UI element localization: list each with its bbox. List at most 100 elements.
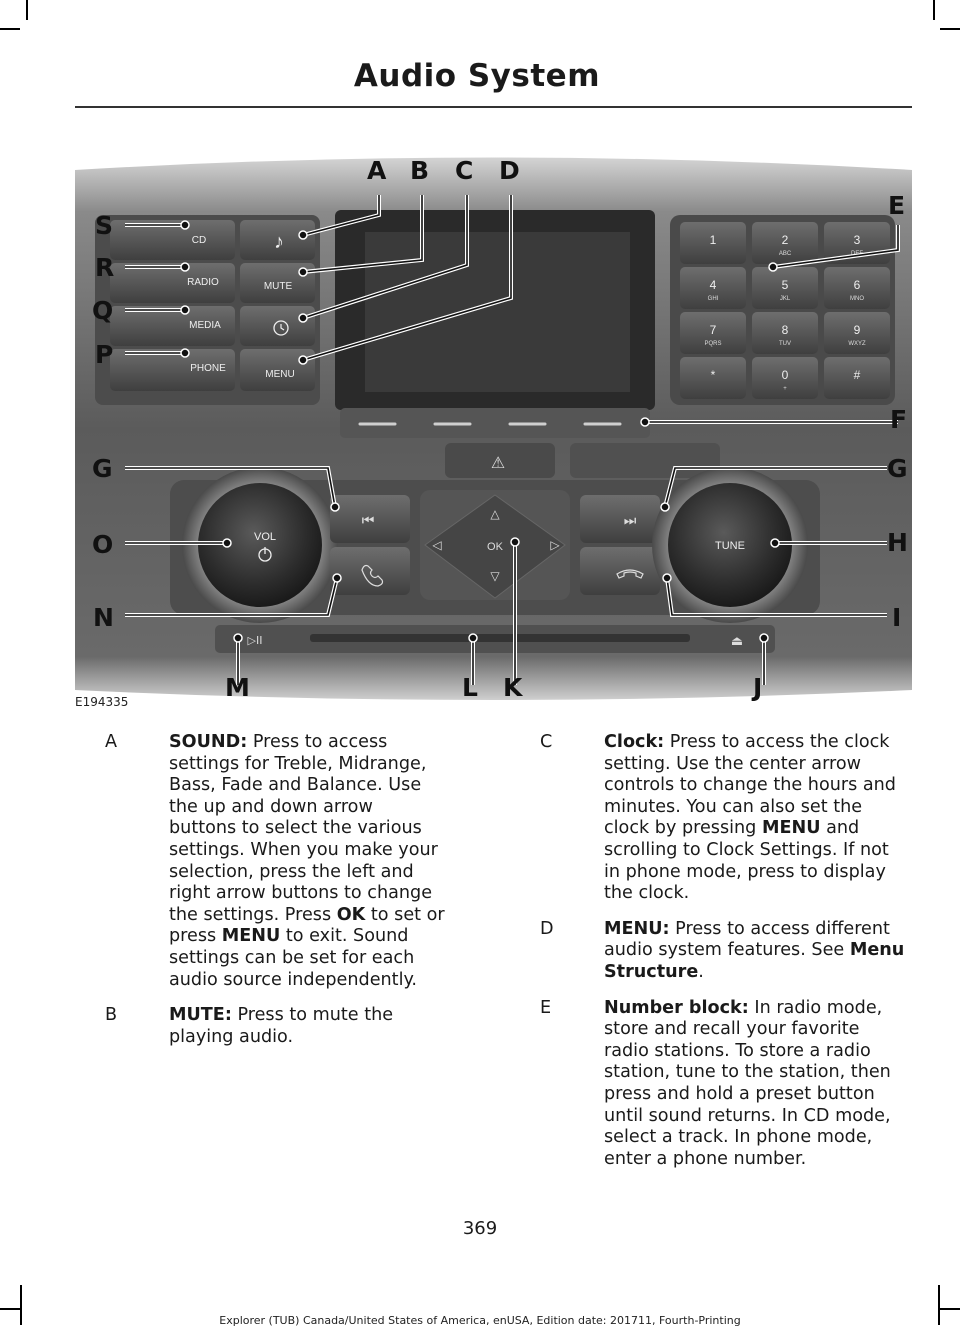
keypad-key-letters: ABC — [779, 251, 792, 257]
entry-a: A SOUND: Press to access settings for Tr… — [105, 732, 445, 991]
entry-term: Number block: — [604, 997, 749, 1018]
cd-slot — [310, 634, 690, 642]
dpad — [424, 494, 566, 599]
callout-dots — [180, 220, 780, 643]
phone-button-label: PHONE — [190, 363, 226, 374]
entry-column-right: C Clock: Press to access the clock setti… — [540, 732, 905, 1184]
page-number: 369 — [462, 1218, 498, 1239]
keypad-key-number: # — [854, 368, 861, 382]
callout-c: C — [455, 156, 474, 185]
callout-e: E — [888, 191, 906, 220]
entry-text: Press to access the clock setting. Use t… — [604, 732, 896, 839]
crop-mark — [26, 0, 28, 20]
entry-e: E Number block: In radio mode, store and… — [540, 998, 905, 1171]
seek-back-icon: ⏮ — [362, 513, 375, 529]
callout-p: P — [95, 340, 114, 369]
callout-m: M — [225, 673, 250, 702]
entry-term: MUTE: — [169, 1005, 232, 1026]
keypad-key — [824, 267, 890, 309]
mute-button-label: MUTE — [264, 281, 293, 292]
entry-term: SOUND: — [169, 732, 248, 752]
keypad-key-number: 1 — [710, 233, 717, 247]
keypad-key-letters: TUV — [779, 341, 791, 347]
crop-mark — [940, 1308, 960, 1310]
left-arrow-icon: ◁ — [431, 538, 441, 552]
eject-icon: ⏏ — [731, 634, 743, 649]
entry-term: MENU: — [604, 918, 670, 939]
entry-text: Press to mute the playing audio. — [169, 1005, 394, 1047]
callout-lines — [125, 195, 899, 685]
entry-letter: E — [540, 997, 552, 1018]
cd-button-label: CD — [192, 235, 206, 246]
entry-b: B MUTE: Press to mute the playing audio. — [105, 1005, 445, 1048]
display-screen — [365, 232, 630, 392]
keypad-key-letters: + — [783, 386, 787, 392]
entry-letter: C — [540, 732, 553, 752]
keypad-key-number: 7 — [710, 323, 717, 337]
callout-s: S — [95, 211, 114, 240]
callout-f: F — [890, 405, 908, 434]
entry-keyword: OK — [336, 904, 366, 925]
entry-d: D MENU: Press to access different audio … — [540, 919, 905, 984]
hazard-icon: ⚠ — [491, 453, 505, 472]
keypad-key-number: 8 — [782, 323, 789, 337]
phone-accept-icon — [361, 564, 384, 587]
keypad-key — [752, 267, 818, 309]
keypad-key — [752, 357, 818, 399]
entry-text: and scrolling to Clock Settings. If not … — [604, 818, 889, 904]
entry-keyword: MENU — [221, 926, 281, 947]
callout-l: L — [462, 673, 478, 702]
keypad-key-number: 4 — [710, 278, 717, 292]
keypad-key — [752, 312, 818, 354]
keypad-key — [824, 312, 890, 354]
callout-g-left: G — [92, 454, 113, 483]
keypad-key-letters: WXYZ — [848, 341, 866, 347]
callout-g-right: G — [887, 454, 908, 483]
entry-text: to exit. Sound settings can be set for e… — [169, 926, 417, 990]
vol-knob-label: VOL — [254, 531, 276, 543]
seek-forward-icon: ⏭ — [624, 513, 637, 529]
keypad-key-number: 6 — [854, 278, 861, 292]
media-button-label: MEDIA — [189, 320, 221, 331]
entry-text: In radio mode, store and recall your fav… — [604, 997, 891, 1169]
down-arrow-icon: ▽ — [490, 569, 500, 583]
tune-knob — [668, 483, 792, 607]
keypad-key — [824, 357, 890, 399]
keypad-key — [680, 267, 746, 309]
entry-text: . — [698, 961, 704, 982]
callout-a: A — [367, 156, 387, 185]
footer-edition: Explorer (TUB) Canada/United States of A… — [219, 1314, 741, 1327]
keypad-key-number: 2 — [782, 233, 789, 247]
callout-b: B — [410, 156, 430, 185]
entry-term: Clock: — [604, 732, 665, 752]
keypad-key-letters: MNO — [850, 296, 864, 302]
header-rule — [75, 106, 912, 108]
play-pause-icon: ▷II — [248, 634, 263, 647]
ok-button-label: OK — [487, 541, 504, 553]
callout-i: I — [892, 603, 902, 632]
crop-mark — [940, 28, 960, 30]
source-buttons — [110, 220, 315, 391]
vol-knob — [198, 483, 322, 607]
entry-letter: D — [540, 918, 554, 939]
keypad-key-number: 9 — [854, 323, 861, 337]
crop-mark — [0, 1308, 20, 1310]
up-arrow-icon: △ — [490, 507, 500, 521]
right-arrow-icon: ▷ — [550, 538, 560, 552]
music-note-icon: ♪ — [274, 231, 284, 253]
menu-button-label: MENU — [265, 369, 294, 380]
keypad-key — [752, 222, 818, 264]
menu-structure-link[interactable]: Menu Structure — [604, 940, 905, 982]
keypad-key-number: 0 — [782, 368, 789, 382]
keypad-key-letters: PQRS — [704, 341, 721, 347]
callout-n: N — [93, 603, 114, 632]
entry-text: Press to access different audio system f… — [604, 918, 890, 961]
callout-d: D — [499, 156, 520, 185]
callout-o: O — [92, 530, 114, 559]
keypad-key-number: * — [711, 368, 716, 382]
keypad-key — [680, 357, 746, 399]
keypad-key-number: 5 — [782, 278, 789, 292]
figure-id: E194335 — [75, 695, 129, 709]
